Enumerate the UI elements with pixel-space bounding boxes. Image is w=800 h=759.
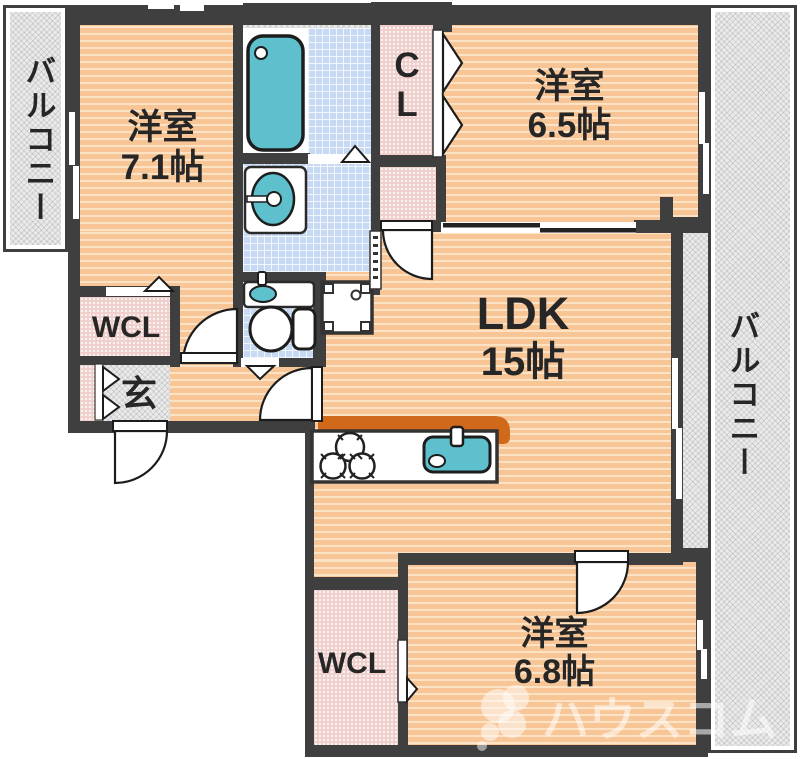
balcony-left <box>3 5 68 252</box>
wcl-upper-room <box>80 297 170 356</box>
wall-wcl1-right <box>170 286 180 367</box>
window-room68-right-a <box>697 620 703 650</box>
wall-bottom <box>305 745 708 757</box>
room68-size: 6.8帖 <box>513 653 596 691</box>
cl-bifold-doors <box>432 29 464 158</box>
toilet-sink-icon <box>242 271 316 309</box>
window-ldk-right-b <box>676 428 682 499</box>
kitchen-unit <box>310 425 499 484</box>
wall-closet-lower-right <box>436 160 446 232</box>
room65-size: 6.5帖 <box>527 106 612 145</box>
wall-toilet-bottom <box>233 358 326 367</box>
room65-label: 洋室 6.5帖 <box>462 52 677 160</box>
wall-wcl2-top <box>305 577 408 590</box>
closet-cl <box>380 10 436 155</box>
window-room65-right-b <box>703 143 709 194</box>
toilet-opening <box>241 358 279 381</box>
wcl2-sliding-door <box>397 639 419 704</box>
kitchen-sink-icon <box>422 425 492 474</box>
room65-name: 洋室 <box>534 66 605 106</box>
vent-top-a <box>148 3 174 9</box>
room71-door <box>180 307 239 365</box>
wall-washroom-toilet <box>243 272 320 282</box>
wall-wcl1-bottom <box>68 356 180 365</box>
window-room68-right-b <box>701 649 707 679</box>
bathtub-icon <box>246 34 305 152</box>
balcony-right <box>708 5 797 753</box>
window-room71-left-b <box>73 166 79 219</box>
washer-pan-icon <box>320 280 374 335</box>
room68-name: 洋室 <box>520 614 589 653</box>
bath-floor <box>308 28 371 155</box>
closet-lower <box>380 167 436 220</box>
wcl-lower-room <box>314 590 398 745</box>
ldk-entry-door <box>258 366 323 422</box>
balcony-right-extension <box>683 232 708 552</box>
ldk-label: LDK 15帖 <box>428 283 618 391</box>
room68-label: 洋室 6.8帖 <box>452 598 657 708</box>
washroom-folding-door <box>369 230 382 290</box>
cl-label: C L <box>382 36 432 134</box>
window-room65-right-a <box>699 92 705 144</box>
balcony-left-deck <box>10 12 61 245</box>
entrance-door <box>112 420 169 485</box>
wcl-lower-label: WCL <box>317 647 387 681</box>
toilet-icon <box>248 305 317 353</box>
wcl-upper-label: WCL <box>91 310 161 344</box>
genkan-floor <box>103 365 170 421</box>
room71-name: 洋室 <box>127 108 198 148</box>
stove-icon <box>319 431 376 480</box>
wall-cl-stub-top <box>433 2 452 32</box>
wall-top <box>68 5 710 25</box>
room71-size: 7.1帖 <box>120 147 205 187</box>
wall-washroom-right <box>371 5 380 295</box>
wall-top-thin-shaft <box>243 3 371 8</box>
balcony-right-label: バルコニー <box>724 310 760 480</box>
wall-cl-top <box>371 2 446 10</box>
window-ldk-right-a <box>672 358 678 429</box>
wall-bath-left <box>233 5 243 367</box>
ldk-closet-door <box>380 220 434 281</box>
genkan-label: 玄 <box>120 372 157 414</box>
ldk-size: 15帖 <box>480 339 566 384</box>
vent-top-b <box>180 5 204 11</box>
washbasin-icon <box>243 165 308 235</box>
balcony-left-label: バルコニー <box>20 54 56 225</box>
ldk-name: LDK <box>476 288 570 340</box>
wcl1-opening <box>106 275 176 296</box>
window-room71-left-a <box>69 112 75 165</box>
room68-door <box>574 550 630 615</box>
wall-balcony-step <box>671 548 708 562</box>
shoe-closet <box>80 365 95 421</box>
wall-room65-step-v <box>660 197 673 221</box>
wall-bath-bottom <box>243 153 310 164</box>
cl-line2: L <box>396 85 418 124</box>
genkan-bifold-doors <box>94 363 121 421</box>
balcony-right-deck <box>715 12 790 746</box>
wall-cl-divider <box>371 155 446 167</box>
wall-slider-right <box>634 220 674 233</box>
cl-line1: C <box>394 45 420 85</box>
ldk-room65-sliding-door <box>441 222 636 233</box>
bath-door <box>308 144 372 164</box>
room71-label: 洋室 7.1帖 <box>80 95 245 200</box>
